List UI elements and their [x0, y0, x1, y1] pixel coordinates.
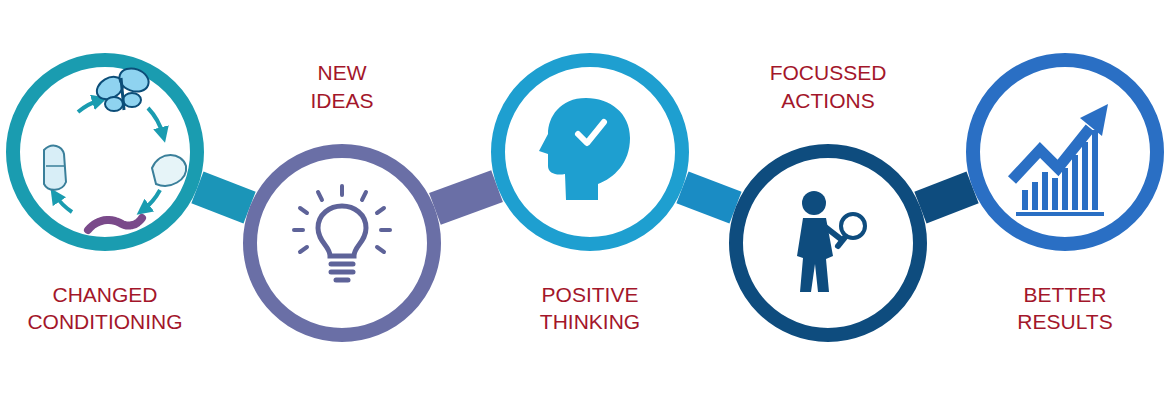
connector-band — [435, 186, 497, 209]
connector-band — [920, 187, 972, 207]
stage-circle: POSITIVE THINKING — [491, 53, 689, 251]
ring-outline — [729, 144, 927, 342]
ring-outline — [491, 53, 689, 251]
stage-circle: BETTER RESULTS — [966, 53, 1164, 251]
stage-label: POSITIVE THINKING — [540, 281, 640, 336]
stage-label: NEW IDEAS — [310, 59, 373, 114]
stage-label: BETTER RESULTS — [1017, 281, 1112, 336]
ring-outline — [243, 144, 441, 342]
ring-outline — [966, 53, 1164, 251]
growth-chart-icon — [1012, 104, 1108, 216]
connector-band — [682, 187, 735, 207]
stage-label: FOCUSSED ACTIONS — [770, 59, 887, 114]
life-cycle-icon — [44, 65, 186, 230]
stage-circle: FOCUSSED ACTIONS — [729, 144, 927, 342]
light-bulb-icon — [294, 186, 390, 280]
stage-label: CHANGED CONDITIONING — [27, 281, 182, 336]
stage-circle: NEW IDEAS — [243, 144, 441, 342]
head-check-icon — [539, 98, 630, 200]
connector-band — [197, 187, 249, 207]
stage-circle: CHANGED CONDITIONING — [6, 53, 204, 251]
person-search-icon — [797, 191, 865, 292]
ring-outline — [6, 53, 204, 251]
